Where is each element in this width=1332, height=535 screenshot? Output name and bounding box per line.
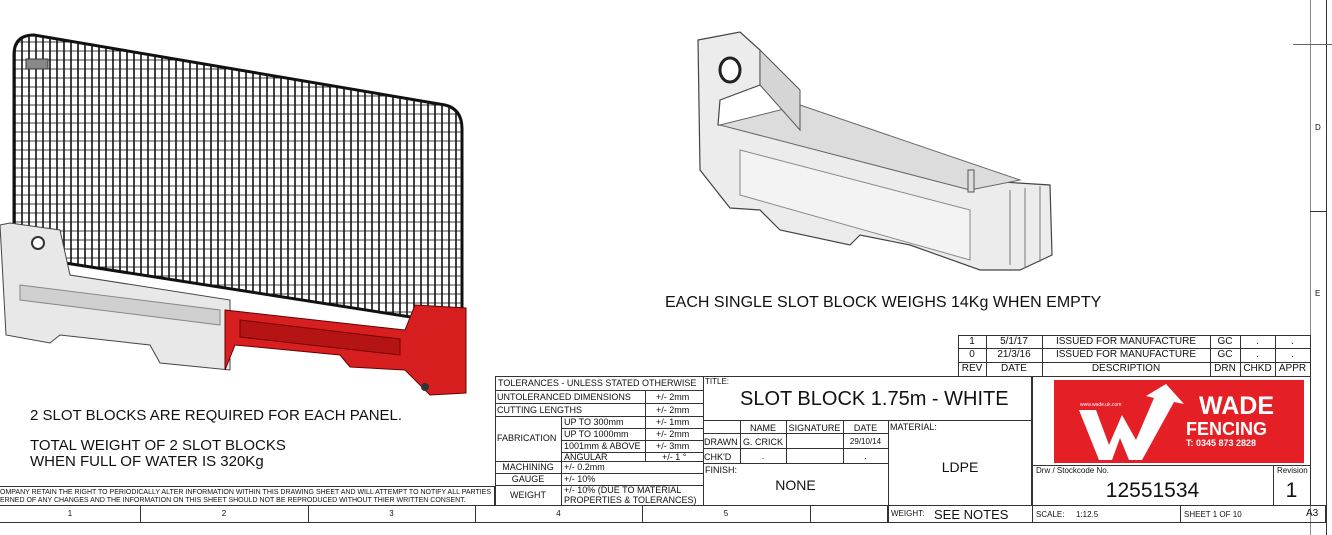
tolerances-heading: TOLERANCES - UNLESS STATED OTHERWISE: [498, 378, 697, 388]
weight-value: SEE NOTES: [934, 507, 1009, 522]
rev-cell: 0: [969, 349, 975, 360]
tol-label: ANGULAR: [564, 452, 608, 462]
weight-label: WEIGHT:: [891, 509, 925, 518]
material-value: LDPE: [941, 459, 979, 475]
wade-fencing-logo: www.wade.uk.com WADE FENCING T: 0345 873…: [1054, 380, 1304, 463]
zone-4: 4: [556, 509, 561, 518]
tol-value: +/- 1 °: [662, 452, 687, 462]
panel-clip: [25, 58, 49, 70]
material-label: MATERIAL:: [890, 422, 937, 432]
rev-cell: 1: [969, 336, 975, 347]
note-weight-empty: EACH SINGLE SLOT BLOCK WEIGHS 14Kg WHEN …: [665, 294, 1102, 311]
zone-5: 5: [723, 509, 729, 518]
logo-name: WADE: [1199, 392, 1274, 420]
drawing-number: 12551534: [1105, 479, 1200, 502]
zone-2: 2: [221, 509, 227, 518]
rev-chkd: .: [1256, 349, 1259, 360]
revision-label: Revision: [1277, 466, 1308, 475]
tol-value: +/- 3mm: [656, 441, 690, 451]
tol-label: UP TO 300mm: [564, 417, 624, 427]
rev-description: ISSUED FOR MANUFACTURE: [1055, 336, 1196, 347]
tol-value: +/- 10%: [564, 474, 596, 484]
scale-value: 1:12.5: [1076, 510, 1099, 519]
logo-url: www.wade.uk.com: [1080, 402, 1122, 408]
hdr-date: DATE: [853, 423, 878, 433]
title-label: TITLE:: [705, 377, 730, 386]
zone-tick: [1310, 211, 1326, 212]
sheet-number: SHEET 1 OF 10: [1184, 510, 1242, 519]
rev-chkd: .: [1256, 336, 1259, 347]
scale-label: SCALE:: [1036, 510, 1065, 519]
note-total-weight-2: WHEN FULL OF WATER IS 320Kg: [30, 453, 264, 470]
rev-drn: GC: [1217, 336, 1233, 347]
chkd-name: .: [761, 451, 765, 461]
sheet-size: A3: [1306, 508, 1319, 519]
zone-3: 3: [389, 509, 394, 518]
hdr-description: DESCRIPTION: [1091, 363, 1161, 374]
hdr-chkd: CHKD: [1243, 363, 1272, 374]
tol-value: +/- 1mm: [656, 417, 690, 427]
tol-value: +/- 0.2mm: [564, 462, 605, 472]
hdr-rev: REV: [961, 363, 983, 374]
slot-block-illustration: [697, 31, 1053, 271]
drawn-label: DRAWN: [704, 437, 738, 447]
tol-label: GAUGE: [511, 474, 545, 484]
disclaimer-line-1: OMPANY RETAIN THE RIGHT TO PERIODICALLY …: [0, 489, 491, 496]
tol-value: +/- 2mm: [656, 405, 690, 415]
hdr-signature: SIGNATURE: [788, 423, 841, 433]
note-total-weight-1: TOTAL WEIGHT OF 2 SLOT BLOCKS: [30, 437, 286, 454]
note-blocks-required: 2 SLOT BLOCKS ARE REQUIRED FOR EACH PANE…: [30, 407, 403, 424]
border-inner: [1310, 0, 1311, 535]
drw-label: Drw / Stockcode No.: [1036, 466, 1109, 475]
mesh-panel: [12, 33, 464, 327]
tol-value: +/- 2mm: [656, 392, 690, 402]
zone-label-d: D: [1315, 123, 1321, 132]
logo-name-2: FENCING: [1186, 419, 1267, 439]
tol-value: +/- 10% (DUE TO MATERIAL: [564, 485, 682, 495]
rev-drn: GC: [1217, 349, 1233, 360]
border-outer: [1326, 0, 1327, 535]
zone-tick: [1293, 44, 1332, 45]
zone-1: 1: [67, 509, 73, 518]
finish-value: NONE: [775, 477, 816, 493]
revision-value: 1: [1285, 479, 1298, 502]
drawing-title: SLOT BLOCK 1.75m - WHITE: [740, 388, 1009, 410]
rev-date: 21/3/16: [997, 349, 1031, 360]
finish-label: FINISH:: [705, 465, 738, 475]
tol-label: WEIGHT: [510, 490, 546, 500]
tol-label: 1001mm & ABOVE: [564, 441, 641, 451]
chkd-date: .: [864, 451, 867, 461]
logo-phone: T: 0345 873 2828: [1186, 438, 1257, 448]
zone-strip: [0, 505, 888, 523]
tol-label: MACHINING: [502, 462, 554, 472]
hdr-drn: DRN: [1214, 363, 1236, 374]
disclaimer-line-2: ERNED OF ANY CHANGES AND THE INFORMATION…: [0, 497, 466, 504]
drawn-date: 29/10/14: [849, 437, 882, 446]
hdr-appr: APPR: [1278, 363, 1307, 374]
rev-date: 5/1/17: [1000, 336, 1028, 347]
drawn-name: G. CRICK: [743, 437, 784, 447]
rev-appr: .: [1291, 349, 1294, 360]
fence-panel-illustration: [0, 33, 467, 396]
tol-label: UNTOLERANCED DIMENSIONS: [497, 392, 631, 402]
tol-label: CUTTING LENGTHS: [497, 405, 583, 415]
red-slot-block: [224, 304, 467, 396]
zone-label-e: E: [1315, 289, 1321, 298]
w-arrow-icon: [1079, 384, 1184, 460]
tol-label: UP TO 1000mm: [564, 429, 629, 439]
rev-description: ISSUED FOR MANUFACTURE: [1055, 349, 1196, 360]
tol-value: +/- 2mm: [656, 429, 690, 439]
rev-appr: .: [1291, 336, 1294, 347]
hdr-date: DATE: [1001, 363, 1027, 374]
tol-label: FABRICATION: [497, 433, 557, 443]
tol-value: PROPERTIES & TOLERANCES): [564, 495, 697, 505]
hdr-name: NAME: [749, 423, 776, 433]
chkd-label: CHK'D: [704, 452, 732, 462]
